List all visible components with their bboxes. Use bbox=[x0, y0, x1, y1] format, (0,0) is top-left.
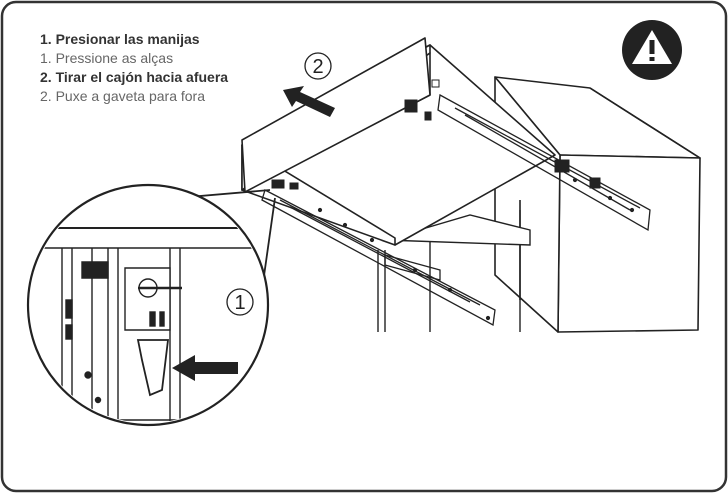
zoom-detail bbox=[26, 183, 270, 427]
instruction-step-1-es: 1. Presionar las manijas bbox=[40, 31, 200, 47]
instruction-list: 1. Presionar las manijas 1. Pressione as… bbox=[40, 30, 228, 106]
pull-arrow bbox=[283, 86, 335, 117]
instruction-step-1-pt: 1. Pressione as alças bbox=[40, 50, 174, 66]
step-two-number: 2 bbox=[312, 56, 323, 78]
step-one-number: 1 bbox=[234, 292, 245, 314]
press-arrow bbox=[172, 355, 238, 381]
slide-hardware bbox=[271, 79, 635, 321]
step-one-callout: 1 bbox=[226, 288, 254, 316]
exclamation-warning-icon bbox=[622, 20, 682, 80]
drawer bbox=[241, 37, 556, 246]
drawer-slides bbox=[261, 93, 651, 327]
instruction-step-2-pt: 2. Puxe a gaveta para fora bbox=[40, 88, 205, 104]
instruction-step-2-es: 2. Tirar el cajón hacia afuera bbox=[40, 69, 229, 85]
step-two-callout: 2 bbox=[304, 52, 332, 80]
